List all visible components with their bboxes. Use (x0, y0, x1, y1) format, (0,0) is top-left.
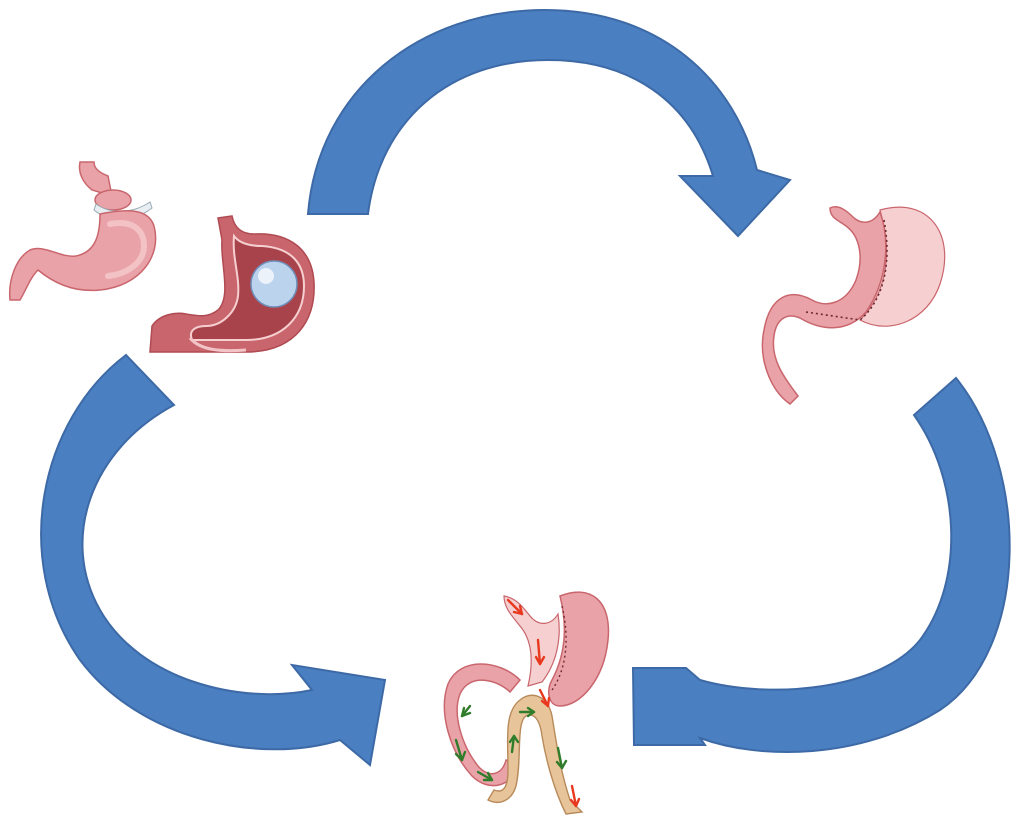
gastric-bypass-stomach-icon (443, 591, 610, 815)
arrow-left-curved (40, 353, 387, 767)
arrow-top-curved (306, 8, 792, 238)
gastric-band-stomach-icon (8, 161, 157, 301)
arrow-right-curved (631, 376, 1011, 754)
sleeve-gastrectomy-stomach-icon (761, 206, 946, 405)
gastric-balloon-stomach-icon (149, 215, 315, 353)
